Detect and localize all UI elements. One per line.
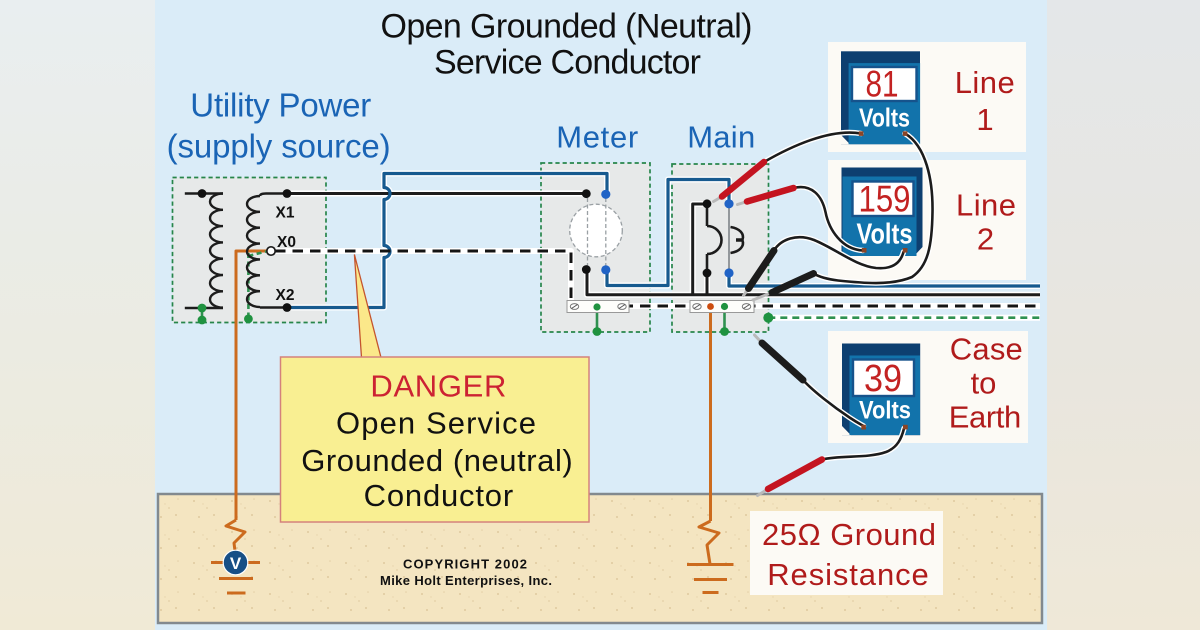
svg-text:Volts: Volts	[859, 397, 911, 425]
svg-text:X0: X0	[277, 234, 296, 251]
svg-text:Earth: Earth	[949, 400, 1022, 435]
svg-text:Volts: Volts	[857, 219, 913, 251]
svg-text:DANGER: DANGER	[370, 369, 506, 404]
svg-text:159: 159	[859, 178, 911, 220]
svg-text:Grounded (neutral): Grounded (neutral)	[301, 443, 573, 478]
svg-text:Mike Holt Enterprises, Inc.: Mike Holt Enterprises, Inc.	[380, 573, 552, 588]
svg-text:Open Service: Open Service	[336, 406, 536, 441]
svg-text:Line: Line	[956, 188, 1016, 223]
svg-text:Line: Line	[955, 65, 1015, 100]
svg-text:39: 39	[864, 358, 902, 400]
svg-text:2: 2	[977, 222, 994, 257]
svg-text:Conductor: Conductor	[364, 478, 514, 513]
svg-text:Main: Main	[687, 120, 755, 155]
svg-text:Service Conductor: Service Conductor	[434, 44, 701, 82]
svg-text:to: to	[971, 366, 997, 401]
svg-text:COPYRIGHT 2002: COPYRIGHT 2002	[403, 557, 527, 572]
svg-text:81: 81	[866, 64, 899, 105]
svg-text:1: 1	[976, 102, 993, 137]
svg-text:Open Grounded (Neutral): Open Grounded (Neutral)	[381, 8, 753, 46]
svg-text:(supply source): (supply source)	[167, 128, 391, 165]
svg-text:Volts: Volts	[859, 103, 910, 133]
svg-text:Case: Case	[950, 332, 1023, 367]
svg-text:Resistance: Resistance	[767, 557, 929, 592]
svg-text:Meter: Meter	[556, 120, 638, 155]
svg-text:X2: X2	[276, 287, 295, 304]
svg-text:X1: X1	[276, 205, 295, 222]
svg-text:V: V	[230, 554, 242, 573]
svg-text:Utility Power: Utility Power	[190, 87, 371, 124]
svg-text:25Ω Ground: 25Ω Ground	[762, 517, 936, 552]
